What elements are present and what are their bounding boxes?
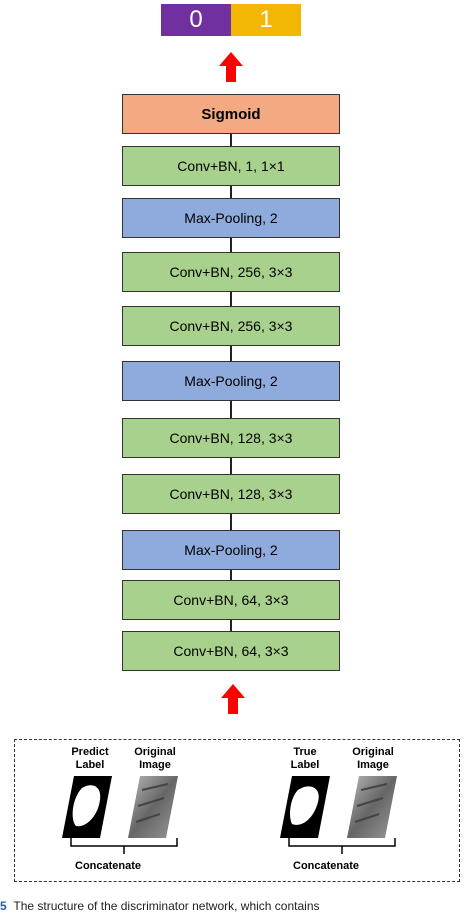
layer-maxpool-2: Max-Pooling, 2 bbox=[122, 361, 340, 401]
output-arrow-icon bbox=[219, 52, 243, 82]
predict-label-mask-icon bbox=[62, 776, 112, 838]
figure-number: 5 bbox=[0, 899, 7, 913]
concatenate-label-right: Concatenate bbox=[293, 860, 360, 872]
layer-maxpool-1: Max-Pooling, 2 bbox=[122, 530, 340, 570]
layer-connector bbox=[230, 346, 232, 361]
concatenate-label-left: Concatenate bbox=[75, 860, 142, 872]
layer-conv-128-a: Conv+BN, 128, 3×3 bbox=[122, 474, 340, 514]
concat-bracket-right-icon bbox=[288, 838, 396, 854]
layer-connector bbox=[230, 570, 232, 580]
layer-connector bbox=[230, 292, 232, 306]
layer-conv-64-a: Conv+BN, 64, 3×3 bbox=[122, 631, 340, 671]
layer-sigmoid: Sigmoid bbox=[122, 94, 340, 134]
original-image-thumb-right bbox=[347, 776, 397, 838]
layer-connector bbox=[230, 186, 232, 198]
layer-connector bbox=[230, 514, 232, 530]
layer-conv-256-b: Conv+BN, 256, 3×3 bbox=[122, 252, 340, 292]
original-image-text-left: Original Image bbox=[134, 746, 176, 771]
layer-connector bbox=[230, 401, 232, 418]
layer-conv-256-a: Conv+BN, 256, 3×3 bbox=[122, 306, 340, 346]
output-class-1: 1 bbox=[231, 4, 301, 36]
layer-maxpool-3: Max-Pooling, 2 bbox=[122, 198, 340, 238]
true-label-text: True Label bbox=[290, 746, 320, 771]
layer-conv-128-b: Conv+BN, 128, 3×3 bbox=[122, 418, 340, 458]
true-label-mask-icon bbox=[280, 776, 330, 838]
input-panel: Predict Label Original Image Concatenate… bbox=[14, 739, 460, 882]
layer-connector bbox=[230, 238, 232, 252]
figure-caption: 5 The structure of the discriminator net… bbox=[0, 899, 474, 913]
input-arrow-icon bbox=[221, 684, 245, 714]
layer-connector bbox=[230, 458, 232, 474]
concat-bracket-left-icon bbox=[70, 838, 178, 854]
layer-conv-64-b: Conv+BN, 64, 3×3 bbox=[122, 580, 340, 620]
output-class-0: 0 bbox=[161, 4, 231, 36]
layer-conv-1x1: Conv+BN, 1, 1×1 bbox=[122, 146, 340, 186]
original-image-thumb-left bbox=[128, 776, 178, 838]
predict-label-text: Predict Label bbox=[71, 746, 109, 771]
layer-connector bbox=[230, 134, 232, 146]
layer-connector bbox=[230, 620, 232, 631]
original-image-text-right: Original Image bbox=[352, 746, 394, 771]
caption-text: The structure of the discriminator netwo… bbox=[13, 899, 320, 913]
